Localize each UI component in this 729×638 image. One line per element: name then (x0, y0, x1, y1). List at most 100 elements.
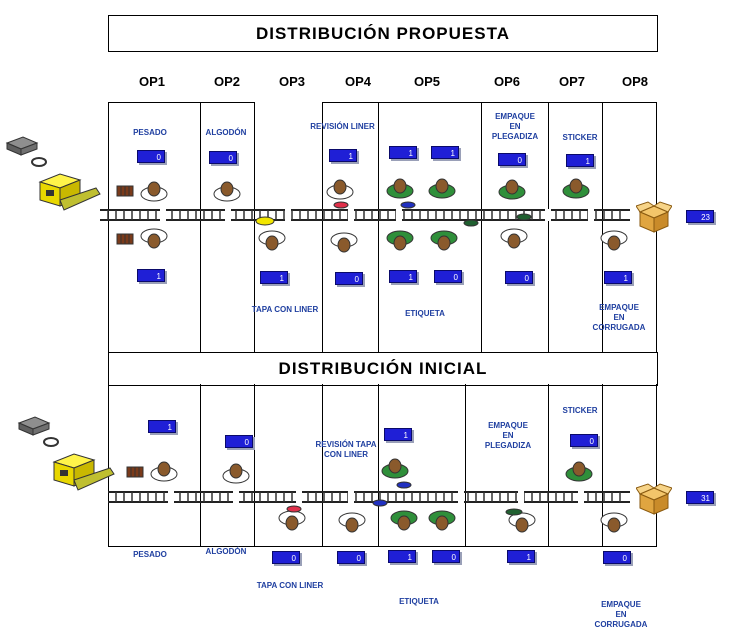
divider (378, 384, 379, 547)
jar-red-icon (333, 196, 349, 214)
counter-op3-initial: 0 (272, 551, 300, 564)
op-header-7: OP7 (558, 74, 585, 89)
divider (200, 384, 201, 547)
counter-op5-bottom-b: 0 (434, 270, 462, 283)
divider (656, 384, 657, 547)
op-header-2: OP2 (213, 74, 240, 89)
counter-op4-bottom: 0 (335, 272, 363, 285)
filling-machine-icon (50, 450, 116, 507)
product-stack-icon (116, 184, 134, 203)
jar-blue-icon (400, 196, 416, 214)
counter-op2: 0 (209, 151, 237, 164)
worker-white-icon (140, 178, 168, 202)
worker-white-icon (140, 228, 168, 252)
label-empaque-plegadiza: EMPAQUE EN PLEGADIZA (491, 112, 539, 141)
counter-op5-top-a: 1 (389, 146, 417, 159)
initial-bottom-line (108, 546, 656, 547)
worker-green-icon (386, 175, 414, 199)
counter-op3: 1 (260, 271, 288, 284)
worker-white-icon (150, 458, 178, 482)
filling-machine-icon (36, 170, 102, 227)
divider (108, 102, 109, 352)
label-algodon-initial: ALGODÓN (205, 547, 247, 556)
counter-op1-bottom: 1 (137, 269, 165, 282)
worker-green-icon (565, 458, 593, 482)
material-tray-icon (17, 415, 51, 442)
label-tapa-initial: TAPA CON LINER (256, 581, 324, 590)
jar-red-icon (286, 500, 302, 518)
proposed-top-line-right (322, 102, 656, 103)
label-sticker: STICKER (562, 133, 598, 142)
proposed-top-line (108, 102, 254, 103)
divider (602, 384, 603, 547)
divider (548, 384, 549, 547)
jar-green-icon (463, 214, 479, 232)
worker-green-icon (430, 230, 458, 254)
cardboard-box-icon (635, 482, 673, 521)
divider (254, 102, 255, 352)
op-header-5: OP5 (413, 74, 440, 89)
worker-white-icon (213, 178, 241, 202)
counter-op1-top: 0 (137, 150, 165, 163)
divider (548, 102, 549, 352)
initial-title: DISTRIBUCIÓN INICIAL (108, 352, 658, 386)
worker-white-icon (600, 512, 628, 536)
counter-output-initial: 31 (686, 491, 714, 504)
jar-blue-icon (396, 476, 412, 494)
worker-green-icon (390, 510, 418, 534)
divider (465, 384, 466, 547)
ring-icon (30, 155, 48, 173)
label-etiqueta-initial: ETIQUETA (399, 597, 439, 606)
worker-white-icon (222, 460, 250, 484)
counter-op4: 1 (329, 149, 357, 162)
material-tray-icon (5, 135, 39, 162)
counter-op2-initial: 0 (225, 435, 253, 448)
divider (200, 102, 201, 352)
worker-white-icon (500, 228, 528, 252)
worker-white-icon (326, 176, 354, 200)
label-tapa-con-liner: TAPA CON LINER (251, 305, 319, 314)
worker-white-icon (600, 230, 628, 254)
counter-output-proposed: 23 (686, 210, 714, 223)
worker-green-icon (428, 510, 456, 534)
label-empaque-plegadiza-initial: EMPAQUE EN PLEGADIZA (484, 421, 532, 450)
counter-op6-bottom: 0 (505, 271, 533, 284)
divider (378, 102, 379, 352)
divider (108, 384, 109, 547)
counter-op5-bottom-b-initial: 0 (432, 550, 460, 563)
counter-op4-initial: 0 (337, 551, 365, 564)
label-revision-liner: REVISIÓN LINER (310, 122, 375, 131)
worker-green-icon (381, 455, 409, 479)
op-header-6: OP6 (493, 74, 520, 89)
counter-op7-initial: 0 (570, 434, 598, 447)
label-empaque-corrugada: EMPAQUE EN CORRUGADA (592, 303, 646, 332)
conveyor-proposed (100, 208, 630, 221)
jar-green-icon (500, 505, 528, 529)
conveyor-initial (108, 490, 630, 503)
op-header-1: OP1 (138, 74, 165, 89)
worker-white-icon (258, 230, 286, 254)
jar-green-icon (516, 208, 532, 226)
op-header-4: OP4 (344, 74, 371, 89)
counter-op7: 1 (566, 154, 594, 167)
label-sticker-initial: STICKER (562, 406, 598, 415)
counter-op8: 1 (604, 271, 632, 284)
counter-op1-initial: 1 (148, 420, 176, 433)
worker-green-icon (428, 175, 456, 199)
worker-green-icon (498, 176, 526, 200)
label-pesado-initial: PESADO (133, 550, 167, 559)
jar-yellow-icon (255, 213, 275, 231)
counter-op6-top: 0 (498, 153, 526, 166)
worker-white-icon (330, 232, 358, 256)
counter-op5-top-b: 1 (431, 146, 459, 159)
worker-green-icon (562, 175, 590, 199)
divider (254, 384, 255, 547)
worker-white-icon (338, 512, 366, 536)
counter-op5-bottom-a: 1 (389, 270, 417, 283)
cardboard-box-icon (635, 200, 673, 239)
label-etiqueta: ETIQUETA (405, 309, 445, 318)
divider (602, 102, 603, 352)
product-stack-icon (126, 465, 144, 484)
counter-op5-top-initial: 1 (384, 428, 412, 441)
